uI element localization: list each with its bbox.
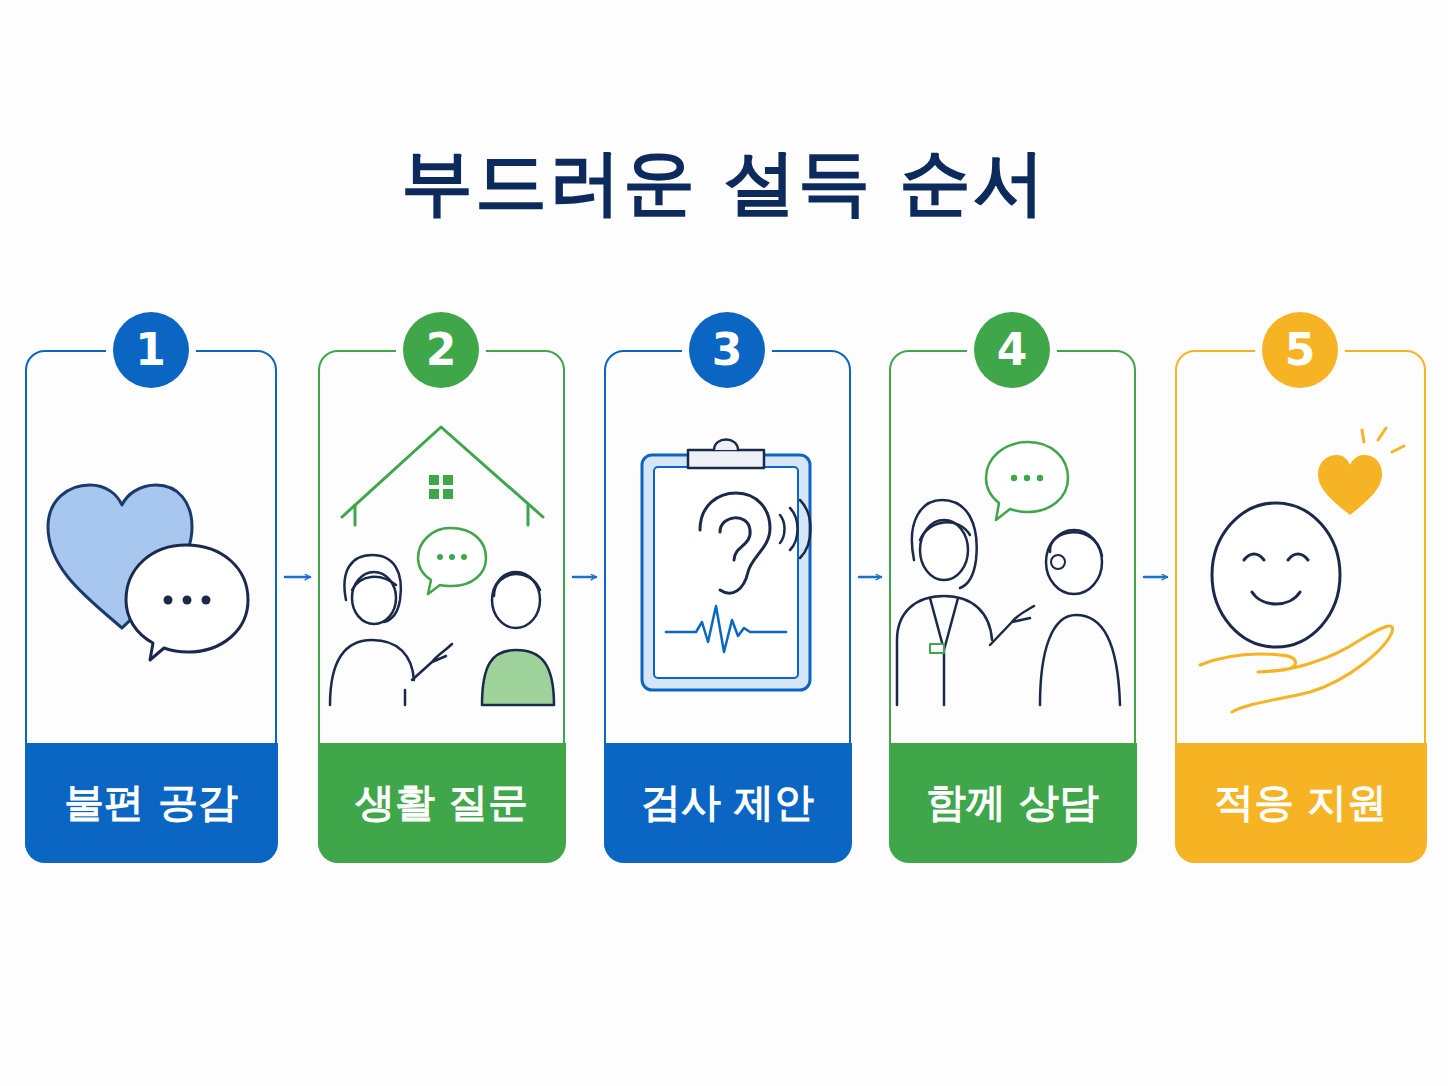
step-number: 5 (1262, 312, 1338, 388)
step-number: 3 (689, 312, 765, 388)
step-label: 적응 지원 (1214, 775, 1388, 830)
step-card: 3검사 제안 (604, 350, 851, 862)
step-card: 5적응 지원 (1175, 350, 1426, 862)
label-band: 함께 상담 (889, 743, 1137, 863)
label-band: 적응 지원 (1175, 743, 1427, 863)
hearing-test-icon (642, 440, 811, 691)
empathy-icon (48, 485, 248, 660)
label-band: 생활 질문 (318, 743, 566, 863)
flow-arrow (859, 576, 881, 579)
step-card: 1불편 공감 (25, 350, 277, 862)
step-number: 2 (403, 312, 479, 388)
counseling-icon (897, 442, 1120, 705)
step-number: 4 (974, 312, 1050, 388)
flow-arrow (573, 576, 596, 579)
step-number: 1 (113, 312, 189, 388)
step-card: 2생활 질문 (318, 350, 565, 862)
home-talk-icon (330, 427, 554, 705)
step-card: 4함께 상담 (889, 350, 1136, 862)
step-label: 함께 상담 (926, 775, 1100, 830)
label-band: 검사 제안 (604, 743, 852, 863)
step-label: 생활 질문 (355, 775, 529, 830)
flow-arrow (285, 576, 310, 579)
support-icon (1200, 428, 1404, 712)
step-label: 검사 제안 (641, 775, 815, 830)
flow-arrow (1144, 576, 1167, 579)
label-band: 불편 공감 (25, 743, 278, 863)
step-label: 불편 공감 (64, 775, 238, 830)
diagram-title: 부드러운 설득 순서 (0, 135, 1448, 231)
